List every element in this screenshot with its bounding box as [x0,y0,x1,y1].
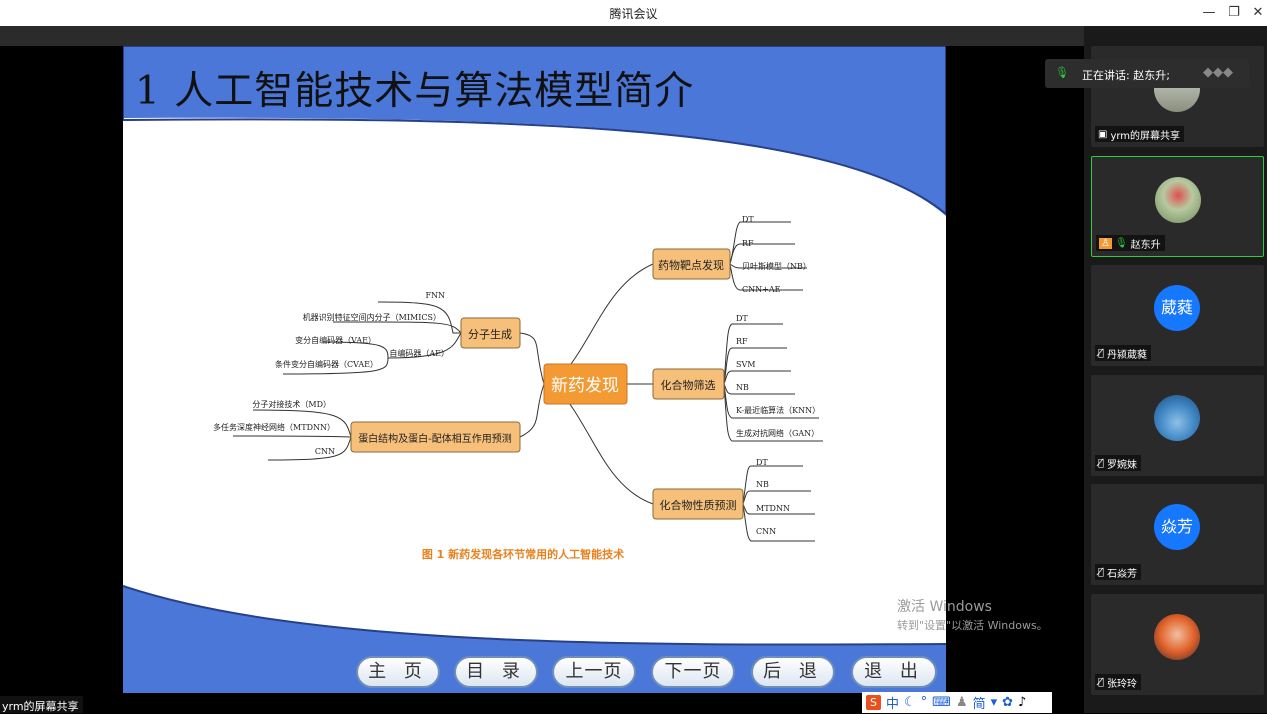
branch-label: 化合物性质预测 [660,498,737,512]
minimize-icon[interactable]: — [1202,5,1216,20]
ime-mode[interactable]: 中 [886,697,900,712]
leaf-label: DT [736,314,748,323]
mic-muted-icon: 🎙̸ [1098,677,1105,688]
shared-slide: 1 人工智能技术与算法模型简介 [123,46,946,693]
shirt-icon[interactable]: ▾ [990,695,998,710]
mic-muted-icon: 🎙̸ [1098,567,1105,578]
leaf-label: CNN+AE [742,285,781,294]
avatar: 焱芳 [1154,504,1200,550]
host-icon: ♙ [1099,238,1112,249]
participant-name: 张玲玲 [1107,679,1138,690]
contents-button[interactable]: 目 录 [454,656,538,688]
slide-title: 1 人工智能技术与算法模型简介 [135,69,695,114]
participant-tile[interactable]: ♙🎙赵东升 [1091,156,1264,257]
speaking-indicator: 🎙 正在讲话: 赵东升; ◆◆◆ [1045,59,1249,88]
participant-tile[interactable]: 葳蕤 🎙̸丹颍葳蕤 [1091,265,1264,366]
speaking-text: 正在讲话: 赵东升; [1082,69,1170,82]
participant-name: yrm的屏幕共享 [1110,131,1181,142]
leaf-label: NB [736,383,749,392]
back-button[interactable]: 后 退 [751,656,835,688]
participant-name-tag: 🎙̸石焱芳 [1095,564,1142,580]
participant-name-tag: 🎙̸丹颍葳蕤 [1095,345,1152,361]
branch-node [652,488,744,520]
participant-name: 丹颍葳蕤 [1107,350,1148,361]
participant-name-tag: ▣yrm的屏幕共享 [1095,126,1185,142]
screen-share-icon: ▣ [1098,129,1108,140]
mic-icon: 🎙 [1055,66,1069,79]
share-toolbar [0,26,1084,46]
leaf-label: 生成对抗网络（GAN） [736,428,819,438]
participant-name: 赵东升 [1130,240,1161,251]
participant-name-tag: 🎙̸罗婉妹 [1095,455,1142,471]
participant-name-tag: 🎙̸张玲玲 [1095,674,1142,690]
slide-background [123,46,946,693]
branch-node [652,248,731,280]
avatar [1154,395,1200,441]
leaf-label: RF [736,337,748,346]
leaf-label: 分子对接技术（MD） [252,399,331,409]
participant-tile[interactable]: 焱芳 🎙̸石焱芳 [1091,484,1264,585]
leaf-label: 多任务深度神经网络（MTDNN） [213,422,335,432]
title-bar: 腾讯会议 — ❐ ✕ [0,0,1267,26]
branch-label: 蛋白结构及蛋白-配体相互作用预测 [358,432,512,445]
avatar: 葳蕤 [1154,285,1200,331]
window-title: 腾讯会议 [609,7,658,21]
leaf-label: 变分自编码器（VAE） [295,335,376,345]
watermark-line1: 激活 Windows [897,599,992,615]
keyboard-icon[interactable]: ⌨ [932,695,951,710]
watermark-line2: 转到"设置"以激活 Windows。 [897,619,1048,632]
participant-name: 石焱芳 [1107,569,1138,580]
leaf-label: K-最近临算法（KNN） [736,405,820,415]
branch-label: 分子生成 [468,327,512,341]
leaf-label: MTDNN [756,504,790,513]
mic-active-icon: 🎙 [1114,238,1128,249]
leaf-label: DT [742,215,754,224]
participant-tile[interactable]: 🎙̸罗婉妹 [1091,375,1264,476]
leaf-label: 贝叶斯模型（NB） [742,261,811,271]
leaf-label: 自编码器（AE） [389,348,449,358]
mind-map: 新药发现 药物靶点发现 化合物筛选 化合物性质预测 分子生成 蛋白结构及蛋白-配… [213,215,823,561]
home-button[interactable]: 主 页 [356,656,440,688]
leaf-label: RF [742,239,754,248]
screen-share-label: yrm的屏幕共享 [0,696,83,713]
activation-watermark: 激活 Windows 转到"设置"以激活 Windows。 [897,596,1048,633]
branch-label: 化合物筛选 [661,378,716,392]
leaf-label: SVM [736,360,755,369]
exit-button[interactable]: 退 出 [851,656,937,688]
ime-toolbar[interactable]: S 中 ☾ ° ⌨ ♟ 简 ▾ ✿ ♪ [862,692,1052,713]
branch-node [350,421,521,453]
branch-node [460,317,521,349]
leaf-label: CNN [756,527,776,536]
participant-name: 罗婉妹 [1107,460,1138,471]
figure-caption: 图 1 新药发现各环节常用的人工智能技术 [422,547,624,561]
previous-page-button[interactable]: 上一页 [552,656,636,688]
leaf-label: DT [756,458,768,467]
leaf-label: CNN [315,447,335,456]
avatar [1155,177,1201,223]
center-node [543,363,628,405]
mic-muted-icon: 🎙̸ [1098,458,1105,469]
leaf-label: 机器识别特征空间内分子（MIMICS） [303,312,441,322]
ime-simplified[interactable]: 简 [972,697,986,712]
signal-icon: ◆◆◆ [1203,65,1233,80]
mic-muted-icon: 🎙̸ [1098,348,1105,359]
leaf-label: FNN [425,291,445,300]
tiktok-icon[interactable]: ♪ [1018,695,1027,710]
branch-label: 药物靶点发现 [658,258,724,272]
close-icon[interactable]: ✕ [1252,5,1264,20]
participant-tile[interactable]: 🎙̸张玲玲 [1091,594,1264,695]
settings-icon[interactable]: ✿ [1002,695,1014,710]
restore-icon[interactable]: ❐ [1228,5,1240,20]
leaf-label: 条件变分自编码器（CVAE） [275,359,378,369]
moon-icon[interactable]: ☾ [904,695,916,710]
participant-name-tag: ♙🎙赵东升 [1096,235,1165,251]
user-icon[interactable]: ♟ [955,695,968,710]
center-node-label: 新药发现 [551,376,619,396]
next-page-button[interactable]: 下一页 [651,656,735,688]
branch-node [652,368,725,400]
leaf-label: NB [756,480,769,489]
avatar [1154,614,1200,660]
punctuation-icon[interactable]: ° [920,695,928,710]
sogou-icon[interactable]: S [866,695,881,710]
